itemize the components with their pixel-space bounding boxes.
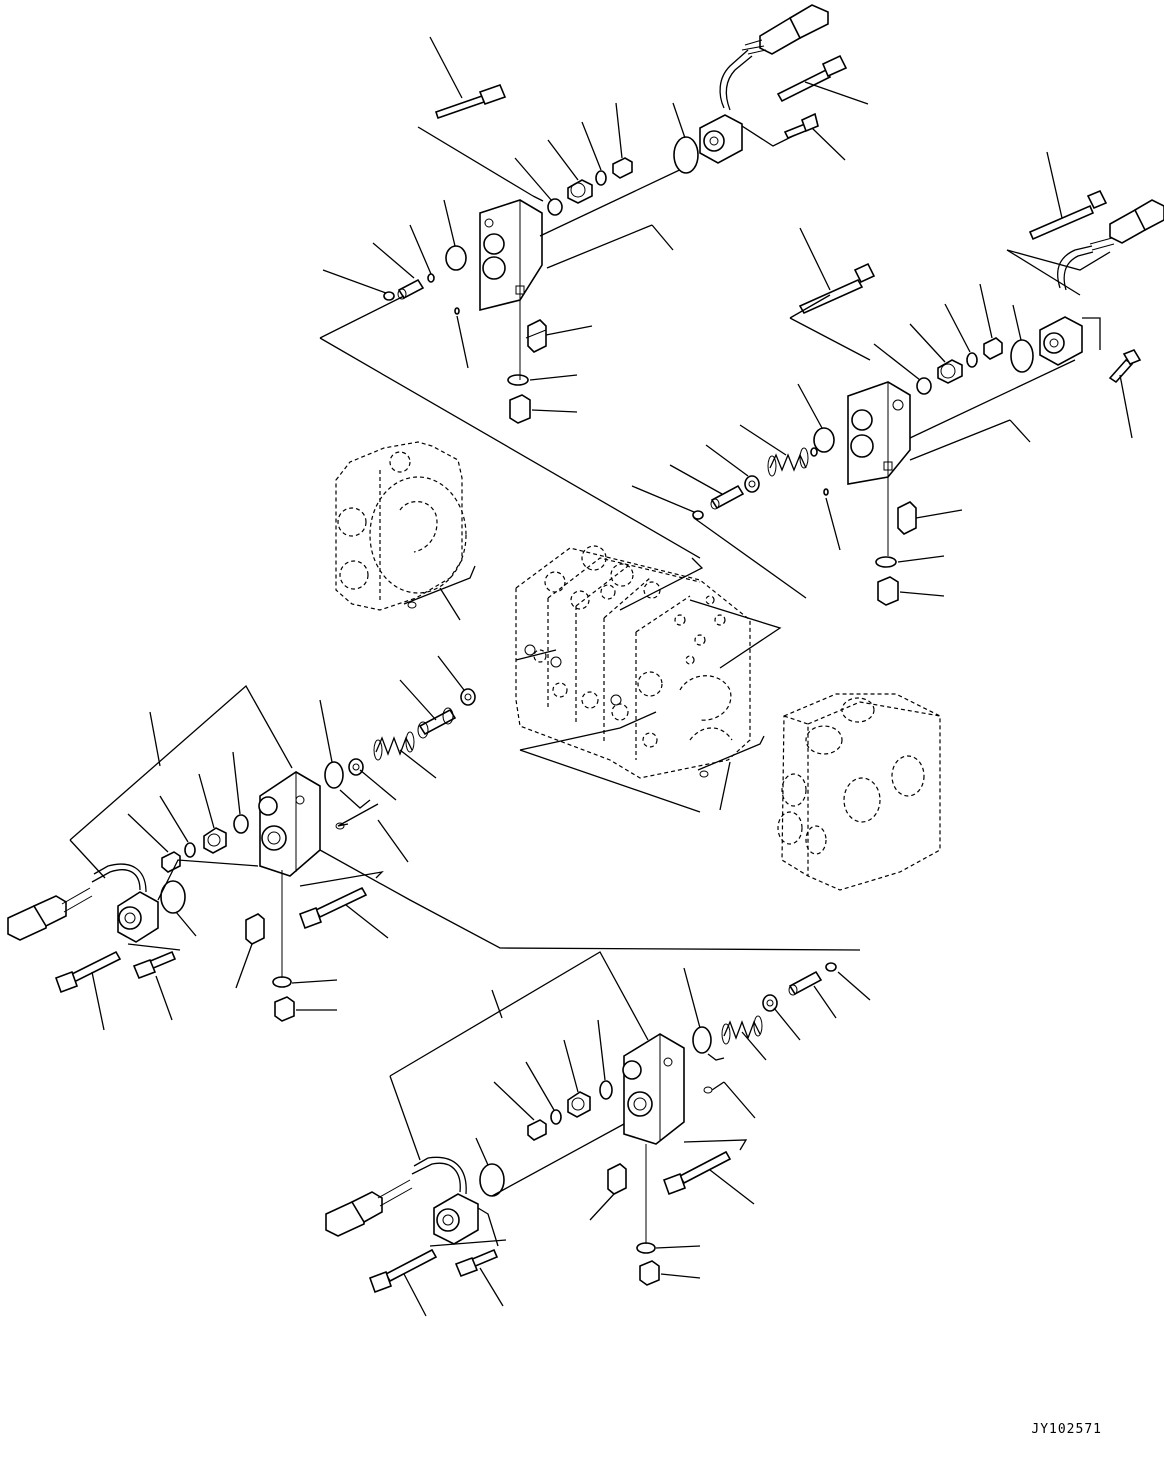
- plug-icon: [510, 395, 530, 423]
- plug-icon: [349, 759, 363, 775]
- o-ring-icon: [693, 511, 703, 519]
- bolt-icon: [800, 228, 874, 313]
- connector-icon: [8, 888, 92, 940]
- right-solenoid-valve-assembly: [632, 152, 1164, 605]
- o-ring-icon: [273, 977, 291, 987]
- connector-icon: [1090, 200, 1164, 250]
- o-ring-icon: [185, 843, 195, 857]
- plug-icon: [246, 914, 264, 944]
- o-ring-icon: [161, 881, 185, 913]
- plug-icon: [984, 338, 1002, 359]
- o-ring-icon: [967, 353, 977, 367]
- plug-icon: [568, 180, 592, 203]
- bolt-icon: [430, 37, 505, 118]
- plug-icon: [608, 1164, 626, 1194]
- bolt-icon: [1030, 152, 1106, 239]
- plug-icon: [763, 995, 777, 1011]
- spring-icon: [722, 1016, 762, 1044]
- o-ring-icon: [876, 557, 896, 567]
- spool-icon: [789, 972, 821, 995]
- bolt-icon: [370, 1250, 436, 1316]
- o-ring-icon: [551, 1110, 561, 1124]
- o-ring-icon: [1011, 340, 1033, 372]
- main-valve-body: [516, 546, 780, 812]
- lower-solenoid-valve-assembly: [326, 952, 870, 1316]
- o-ring-icon: [548, 199, 562, 215]
- end-cover-left: [336, 442, 475, 620]
- o-ring-icon: [814, 428, 834, 452]
- valve-block-icon: [848, 382, 910, 484]
- center-spool-parts: [349, 656, 475, 800]
- bolt-icon: [785, 114, 845, 160]
- valve-block-icon: [623, 1034, 684, 1144]
- bolt-icon: [1110, 350, 1140, 438]
- plug-icon: [745, 476, 759, 492]
- spring-icon: [374, 732, 414, 760]
- bolt-icon: [300, 888, 388, 938]
- plug-icon: [640, 1261, 659, 1285]
- plug-icon: [528, 1120, 546, 1140]
- end-cover-right: [778, 694, 940, 890]
- o-ring-icon: [826, 963, 836, 971]
- solenoid-icon: [700, 50, 752, 163]
- o-ring-icon: [384, 292, 394, 300]
- valve-block-icon: [259, 772, 320, 876]
- plug-icon: [568, 1092, 590, 1117]
- bolt-icon: [664, 1152, 754, 1204]
- bolt-icon: [134, 952, 175, 1020]
- upper-solenoid-valve-assembly: [320, 5, 868, 558]
- bolt-icon: [456, 1250, 503, 1306]
- plug-icon: [275, 997, 294, 1021]
- plug-icon: [204, 828, 226, 853]
- plug-icon: [613, 158, 632, 178]
- spool-icon: [418, 708, 455, 738]
- spool-icon: [711, 486, 743, 509]
- o-ring-icon: [234, 815, 248, 833]
- spool-icon: [398, 280, 423, 299]
- o-ring-icon: [917, 378, 931, 394]
- connector-icon: [326, 1180, 412, 1236]
- connector-icon: [742, 5, 828, 54]
- o-ring-icon: [325, 762, 343, 788]
- leader-line: [418, 127, 533, 196]
- o-ring-icon: [693, 1027, 711, 1053]
- solenoid-icon: [412, 1157, 478, 1244]
- solenoid-icon: [92, 864, 158, 942]
- o-ring-icon: [508, 375, 528, 385]
- plug-icon: [461, 689, 475, 705]
- plug-icon: [162, 852, 180, 872]
- drawing-reference-code: JY102571: [1031, 1422, 1102, 1437]
- plug-icon: [898, 502, 916, 534]
- o-ring-icon: [674, 137, 698, 173]
- o-ring-icon: [446, 246, 466, 270]
- o-ring-icon: [637, 1243, 655, 1253]
- solenoid-icon: [1040, 317, 1082, 365]
- bolt-icon: [56, 952, 120, 1030]
- bolt-icon: [778, 56, 868, 104]
- plug-icon: [878, 577, 898, 605]
- valve-block-icon: [480, 200, 542, 310]
- spring-icon: [768, 448, 808, 476]
- plug-icon: [526, 320, 546, 352]
- plug-icon: [938, 360, 962, 383]
- left-solenoid-valve-assembly: [8, 686, 860, 1030]
- o-ring-icon: [600, 1081, 612, 1099]
- o-ring-icon: [596, 171, 606, 185]
